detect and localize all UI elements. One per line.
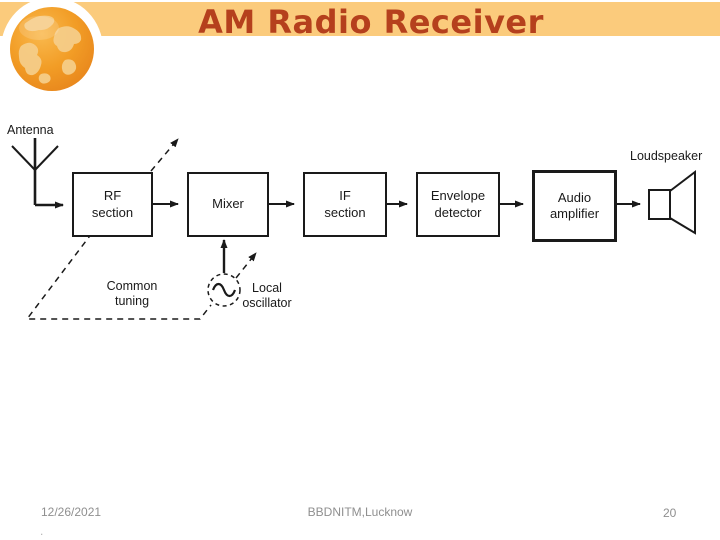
- block-envelope-detector: Envelope detector: [416, 172, 500, 237]
- block-label: section: [91, 204, 134, 220]
- local-oscillator-line1: Local: [252, 281, 282, 295]
- block-if-section: IF section: [303, 172, 387, 237]
- title-banner: [0, 2, 720, 36]
- loudspeaker-icon: [648, 169, 696, 235]
- common-tuning-line2: tuning: [114, 293, 150, 308]
- block-label: detector: [434, 204, 482, 220]
- block-mixer: Mixer: [187, 172, 269, 237]
- block-label: IF: [339, 188, 351, 204]
- local-oscillator-line2: oscillator: [242, 295, 292, 310]
- local-oscillator-label: Local oscillator: [234, 281, 300, 311]
- antenna-label: Antenna: [7, 123, 54, 137]
- footer-date: 12/26/2021: [41, 505, 102, 519]
- tuning-gang-dashed-line: [25, 138, 212, 320]
- footer-institution: BBDNITM,Lucknow: [307, 505, 413, 519]
- block-audio-amplifier: Audio amplifier: [532, 170, 617, 242]
- common-tuning-label: Common tuning: [86, 279, 178, 309]
- stray-mark: .: [40, 524, 44, 538]
- local-oscillator-icon: [207, 239, 257, 307]
- block-rf-section: RF section: [72, 172, 153, 237]
- antenna-icon: [11, 138, 64, 209]
- globe-icon: [10, 7, 94, 91]
- common-tuning-line1: Common: [106, 279, 158, 293]
- block-label: RF: [103, 188, 122, 204]
- block-label: section: [324, 204, 366, 220]
- block-label: Envelope: [430, 188, 486, 204]
- loudspeaker-label: Loudspeaker: [630, 149, 703, 163]
- footer-page-number: 20: [663, 506, 677, 520]
- block-label: Audio: [557, 189, 592, 205]
- page-title: AM Radio Receiver: [198, 3, 544, 41]
- block-label: Mixer: [212, 196, 244, 212]
- block-label: amplifier: [549, 206, 600, 221]
